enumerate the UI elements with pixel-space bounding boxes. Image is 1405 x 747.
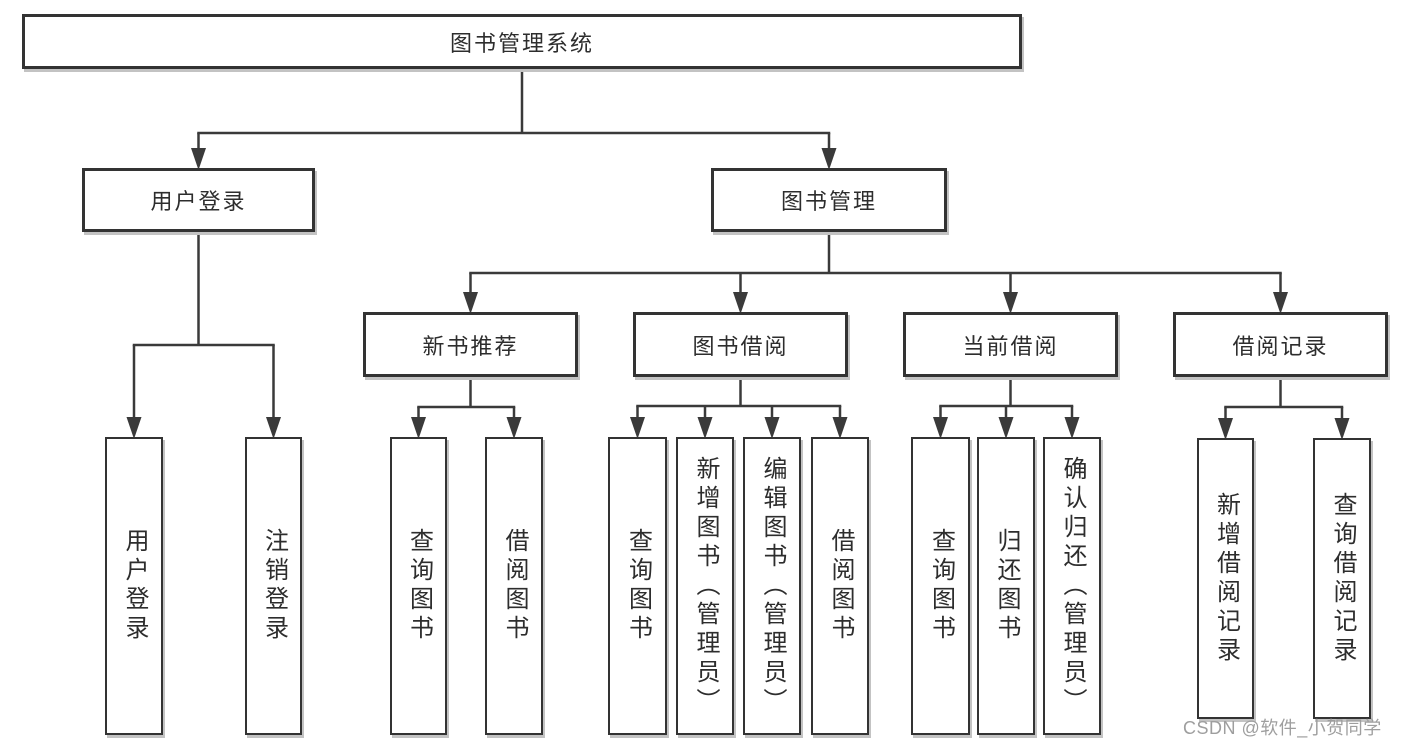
node-label: 确认归还（管理员）	[1059, 455, 1086, 717]
arrowhead-icon	[933, 417, 948, 439]
node-current-borrow: 当前借阅	[903, 312, 1118, 377]
node-label: 新增借阅记录	[1212, 491, 1240, 666]
arrowhead-icon	[126, 417, 142, 439]
arrowhead-icon	[1064, 417, 1080, 439]
node-label: 新书推荐	[422, 333, 519, 359]
node-label: 用户登录	[121, 528, 148, 644]
node-leaf-logout: 注销登录	[245, 437, 302, 735]
watermark: CSDN @软件_小贺同学	[1183, 718, 1382, 738]
node-leaf-confirm-return: 确认归还（管理员）	[1043, 437, 1101, 735]
node-leaf-query-book-new: 查询图书	[390, 437, 447, 735]
arrowhead-icon	[411, 417, 426, 439]
node-leaf-user-login: 用户登录	[105, 437, 163, 735]
node-leaf-edit-book: 编辑图书（管理员）	[743, 437, 801, 735]
node-leaf-query-borrow-record: 查询借阅记录	[1313, 438, 1371, 719]
node-leaf-return-book: 归还图书	[977, 437, 1035, 735]
arrowhead-icon	[697, 417, 713, 439]
node-leaf-query-book-borrow: 查询图书	[608, 437, 667, 735]
node-label: 借阅图书	[501, 528, 528, 644]
arrowhead-icon	[630, 417, 645, 439]
node-label: 当前借阅	[962, 333, 1059, 359]
node-label: 查询图书	[405, 528, 433, 644]
arrowhead-icon	[191, 148, 206, 170]
node-label: 图书管理系统	[449, 30, 594, 56]
arrowhead-icon	[1273, 292, 1288, 314]
node-label: 编辑图书（管理员）	[759, 455, 786, 717]
node-borrow-record: 借阅记录	[1173, 312, 1388, 377]
node-leaf-borrow-book-new: 借阅图书	[485, 437, 543, 735]
node-leaf-add-book: 新增图书（管理员）	[676, 437, 734, 735]
arrowhead-icon	[1218, 418, 1233, 440]
node-user-login: 用户登录	[82, 168, 315, 232]
node-book-mgmt: 图书管理	[711, 168, 947, 232]
node-leaf-query-book-current: 查询图书	[911, 437, 970, 735]
node-label: 查询图书	[927, 528, 955, 644]
node-label: 借阅记录	[1232, 333, 1329, 359]
node-leaf-borrow-book: 借阅图书	[811, 437, 869, 735]
node-label: 图书借阅	[692, 333, 789, 359]
node-label: 查询图书	[624, 528, 652, 644]
arrowhead-icon	[1003, 292, 1018, 314]
node-label: 用户登录	[150, 189, 247, 214]
node-label: 查询借阅记录	[1329, 491, 1356, 666]
arrowhead-icon	[764, 417, 780, 439]
node-label: 图书管理	[780, 189, 877, 214]
node-root: 图书管理系统	[22, 14, 1022, 69]
arrowhead-icon	[506, 417, 522, 439]
node-book-borrow: 图书借阅	[633, 312, 848, 377]
arrowhead-icon	[266, 417, 281, 439]
arrowhead-icon	[998, 417, 1014, 439]
node-leaf-add-borrow-record: 新增借阅记录	[1197, 438, 1254, 719]
node-label: 借阅图书	[827, 528, 854, 644]
node-label: 归还图书	[993, 528, 1020, 644]
arrowhead-icon	[1334, 418, 1350, 440]
arrowhead-icon	[832, 417, 848, 439]
arrowhead-icon	[463, 292, 478, 314]
arrowhead-icon	[821, 148, 837, 170]
node-label: 新增图书（管理员）	[692, 455, 719, 717]
node-label: 注销登录	[260, 528, 288, 644]
node-new-book-rec: 新书推荐	[363, 312, 578, 377]
arrowhead-icon	[733, 292, 748, 314]
